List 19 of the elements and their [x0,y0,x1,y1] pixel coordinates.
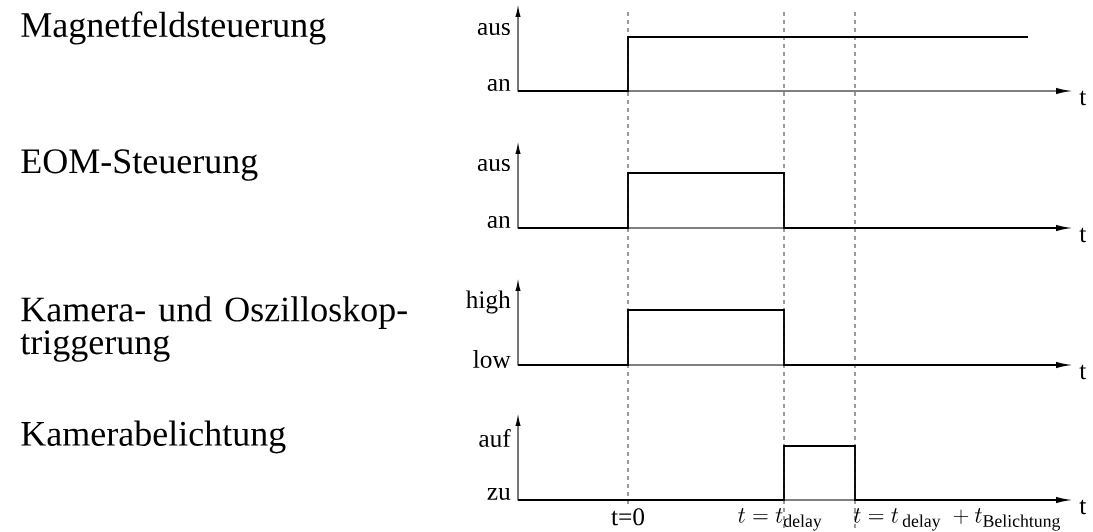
time-label: $t=t_{\mathrm{delay}}$ [738,508,822,531]
axis-label: t [1079,499,1087,515]
axis-label: t [1079,90,1087,106]
time-label: t=0 [611,508,645,526]
axis-label: t [1079,364,1087,380]
level-label: aus [477,22,510,36]
signal-name: Kamerabelichtung [21,420,286,454]
level-label: an [487,215,511,229]
signal-name: EOM-Steuerung [21,149,258,181]
level-label: aus [477,158,510,172]
signal-name: Kamera- und Oszilloskop-triggerung [20,296,407,362]
level-label: auf [479,428,511,448]
time-label: $t=t_{\,\mathrm{delay}}\;+t_{\mathrm{Belichtung}}$ [853,508,1061,531]
level-label: zu [487,488,511,500]
signal-name: Magnetfeldsteuerung [21,11,326,45]
level-label: an [487,78,511,92]
axis-label: t [1079,227,1087,243]
level-label: low [473,350,511,368]
level-label: high [465,290,511,314]
